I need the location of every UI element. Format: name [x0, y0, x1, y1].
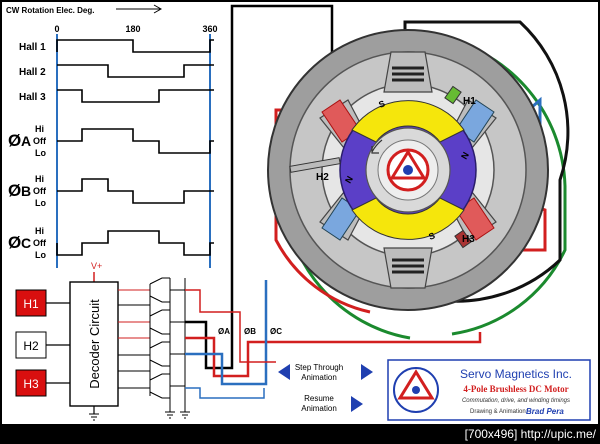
decoder-label: Decoder Circuit [87, 299, 102, 389]
rotor-magnet-top [351, 100, 465, 143]
rotor-arrow [371, 139, 383, 154]
h1-sensor [444, 85, 462, 105]
svg-text:Hi: Hi [35, 124, 44, 134]
svg-text:Lo: Lo [35, 198, 46, 208]
motor: S S N N H1 H2 H3 [267, 20, 570, 340]
hall3-waveform [57, 89, 214, 103]
coil-bottom [392, 258, 424, 274]
hall1-label: Hall 1 [19, 42, 46, 53]
red-winding-left [274, 108, 371, 314]
hall2-waveform [57, 64, 214, 78]
svg-text:Off: Off [33, 186, 47, 196]
brand-credit-name: Brad Pera [526, 407, 564, 416]
resume-arrow-icon[interactable] [351, 396, 363, 412]
h1-input-label: H1 [23, 297, 39, 311]
tick-360-label: 360 [202, 24, 217, 34]
rotor-pole-n-right: N [459, 150, 471, 161]
step-through-button[interactable]: Step Through Animation [278, 363, 373, 382]
h2-sensor-label: H2 [316, 172, 329, 183]
svg-text:C: C [21, 235, 31, 251]
svg-text:Ø: Ø [8, 131, 21, 150]
tick-180-label: 180 [125, 24, 140, 34]
h3-sensor [454, 229, 472, 249]
driver-circuit: V+ Decoder Circuit H1 H2 H3 [15, 4, 482, 421]
phase-c-return-wire [185, 387, 265, 399]
decoder-box [69, 281, 119, 407]
phase-a-waveform [57, 128, 214, 154]
brand-panel: Servo Magnetics Inc. 4-Pole Brushless DC… [387, 359, 591, 421]
phase-b-output-label: ØB [244, 327, 256, 336]
brand-credit-prefix: Drawing & Animation: [470, 409, 528, 415]
rotor-pole-s-bottom: S [427, 230, 436, 241]
brand-product: 4-Pole Brushless DC Motor [463, 384, 568, 394]
svg-text:A: A [21, 133, 31, 149]
step-back-arrow-icon[interactable] [278, 364, 290, 380]
resume-animation-button[interactable]: Resume Animation [301, 394, 363, 413]
rotation-header: CW Rotation Elec. Deg. [6, 6, 94, 15]
phase-c-output-wire [185, 280, 268, 386]
phase-c-label: Ø C Hi Off Lo [8, 226, 47, 260]
svg-text:Lo: Lo [35, 148, 46, 158]
rotor-pole-s-top: S [377, 98, 386, 109]
black-winding-top [403, 20, 570, 303]
h2-input-label: H2 [23, 339, 39, 353]
svg-text:Off: Off [33, 136, 47, 146]
h3-input-label: H3 [23, 377, 39, 391]
svg-text:Off: Off [33, 238, 47, 248]
svg-text:Ø: Ø [8, 233, 21, 252]
brand-subtitle: Commutation, drive, and winding timings [462, 398, 570, 404]
coil-top [392, 66, 424, 82]
resume-label-1: Resume [304, 394, 334, 403]
brand-logo [393, 367, 439, 413]
rotor-pole-n-left: N [343, 174, 355, 185]
hall2-label: Hall 2 [19, 67, 46, 78]
brand-company: Servo Magnetics Inc. [460, 367, 572, 381]
step-through-label-2: Animation [301, 373, 337, 382]
rotor-center-logo [386, 148, 430, 192]
tick-0-label: 0 [54, 24, 59, 34]
rotation-arrow [116, 4, 163, 14]
phase-a-label: Ø A Hi Off Lo [8, 124, 47, 158]
phase-a-output-label: ØA [218, 327, 230, 336]
phase-a-return-wire [185, 289, 276, 363]
phase-b-label: Ø B Hi Off Lo [8, 174, 47, 208]
svg-text:Hi: Hi [35, 174, 44, 184]
svg-text:Lo: Lo [35, 250, 46, 260]
phase-c-waveform [56, 230, 214, 256]
timing-diagram: CW Rotation Elec. Deg. 0 180 360 Hall 1 … [6, 4, 218, 268]
step-through-label-1: Step Through [295, 363, 343, 372]
h1-sensor-label: H1 [463, 96, 476, 107]
vplus-label: V+ [91, 261, 102, 271]
resume-label-2: Animation [301, 404, 337, 413]
svg-text:B: B [21, 183, 31, 199]
watermark: [700x496] http://upic.me/ [465, 427, 597, 441]
transistor-stack [118, 277, 190, 419]
hall1-waveform [56, 39, 214, 53]
svg-text:Hi: Hi [35, 226, 44, 236]
phase-b-output-wire [185, 332, 482, 378]
phase-b-waveform [57, 178, 214, 204]
ground-symbol-1 [89, 413, 99, 421]
step-forward-arrow-icon[interactable] [361, 364, 373, 380]
h1-input-box [15, 289, 47, 317]
h2-sensor [289, 157, 341, 173]
hall3-label: Hall 3 [19, 92, 46, 103]
h3-sensor-label: H3 [462, 234, 475, 245]
rotor-magnet-bottom [351, 197, 465, 240]
phase-a-output-wire [185, 4, 334, 370]
svg-text:Ø: Ø [8, 181, 21, 200]
bottom-bar [0, 424, 600, 444]
phase-c-output-label: ØC [270, 327, 282, 336]
